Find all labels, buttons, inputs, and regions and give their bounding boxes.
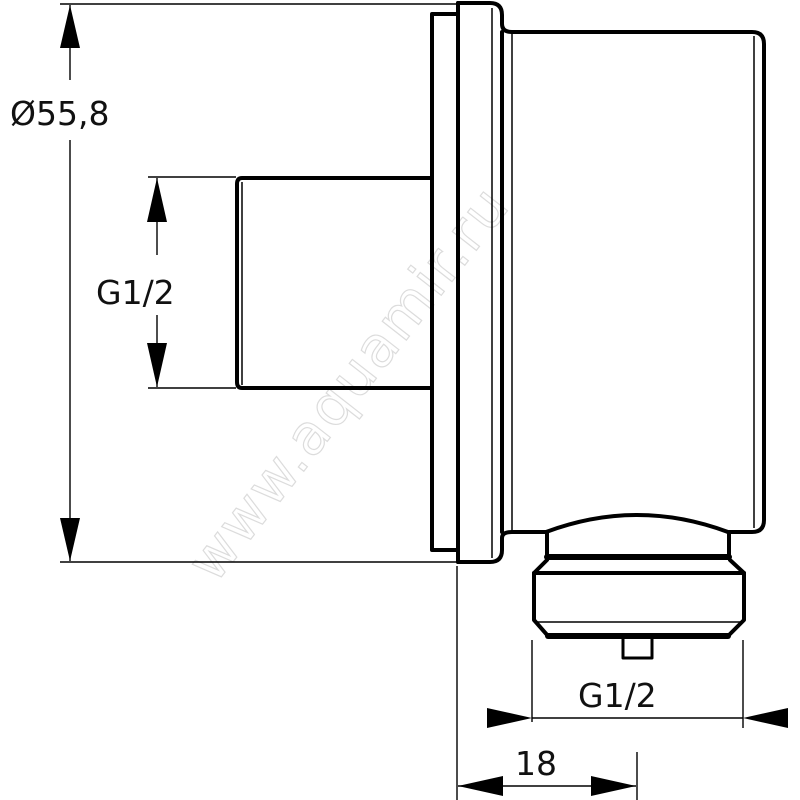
dimension-inlet-thread: G1/2 (96, 176, 236, 389)
arrow-right-icon (487, 708, 532, 728)
dimension-outlet-offset: 18 (456, 566, 638, 800)
body-cylinder (500, 30, 766, 534)
arrow-down-icon (147, 343, 167, 387)
dimension-label-outlet: G1/2 (578, 676, 657, 715)
arrow-down-icon (60, 518, 80, 561)
dimension-label-offset: 18 (515, 744, 557, 783)
main-flange (456, 1, 514, 564)
inlet-stub (235, 176, 434, 390)
watermark-text: www.aquamir.ru (175, 174, 523, 594)
outlet-pin (621, 636, 654, 660)
dimension-label-diameter: Ø55,8 (10, 94, 109, 133)
dimension-overall-diameter: Ø55,8 (10, 3, 456, 563)
dimension-outlet-thread: G1/2 (487, 640, 788, 728)
arrow-right-icon (591, 776, 636, 796)
outlet-nut (532, 558, 746, 639)
outlet-neck (544, 513, 732, 560)
wall-plate (430, 12, 458, 552)
arrow-left-icon (743, 708, 788, 728)
watermark: www.aquamir.ru (174, 173, 523, 594)
dimension-label-inlet: G1/2 (96, 273, 175, 312)
arrow-up-icon (147, 178, 167, 222)
arrow-up-icon (60, 5, 80, 48)
arrow-left-icon (458, 776, 503, 796)
part-outline (235, 1, 766, 660)
